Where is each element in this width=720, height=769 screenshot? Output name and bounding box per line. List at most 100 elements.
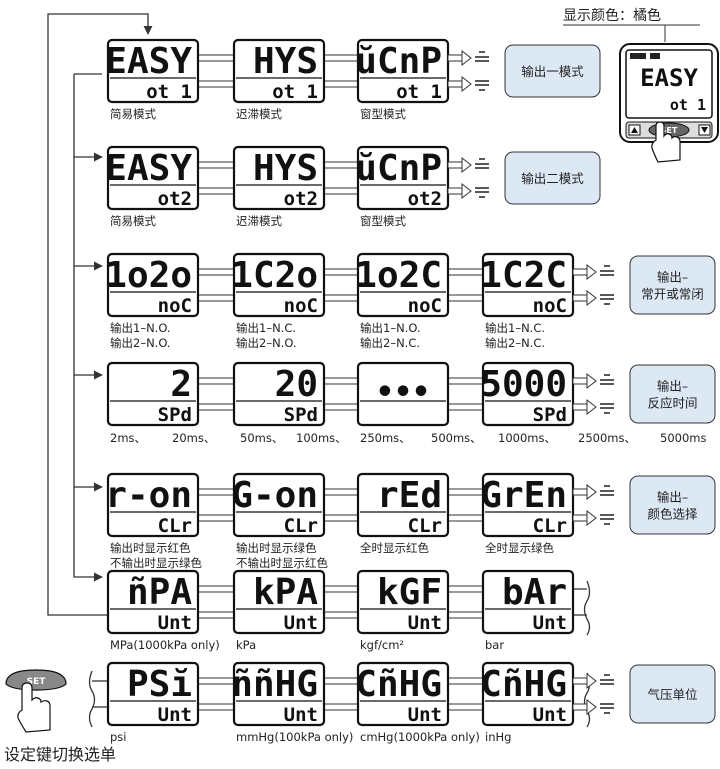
output-off-icon [475,187,489,198]
lcd-top-value: ñPA [127,572,192,613]
lcd-bottom-value: noC [284,295,318,317]
display-caption: 输出2–N.O. [236,336,297,350]
display-caption: 输出时显示绿色 [236,541,317,555]
connector [572,509,597,527]
lcd-top-value: CñHG [355,664,442,705]
display-caption: MPa(1000kPa only) [110,638,220,652]
device-illustration: EASY ot 1 SET [619,43,719,163]
lcd-bottom-value: CLr [284,515,318,537]
function-label-text: 颜色选择 [647,507,698,522]
display-caption: 简易模式 [110,107,156,121]
device-top-display: EASY [640,64,698,92]
lcd-top-value: 1C2C [480,255,567,296]
up-arrow-icon [631,127,638,133]
output-off-icon [600,403,614,414]
lcd-top-value: G-on [231,475,318,516]
display-caption: 全时显示绿色 [485,541,554,555]
function-label-text: 反应时间 [647,396,697,411]
lcd-bottom-value: noC [408,295,442,317]
set-key-caption: 设定键切换选单 [4,745,116,764]
lcd-top-value: EASY [105,41,192,82]
lcd-top-value: ŭCnP [355,148,442,189]
function-label-text: 输出– [657,270,688,285]
lcd-top-value: ••• [376,375,430,410]
lcd-bottom-value: Unt [533,704,567,726]
connector [572,483,597,501]
speed-option: 50ms、 [240,431,283,445]
output-off-icon [600,514,614,525]
svg-text:SET: SET [27,677,47,687]
lcd-top-value: kPA [253,572,318,613]
display-caption: 窗型模式 [360,107,406,121]
lcd-top-value: HYS [253,148,318,189]
speed-option: 500ms、 [431,431,482,445]
lcd-bottom-value: noC [158,295,192,317]
lcd-bottom-value: Unt [158,612,192,634]
display-caption: 输出1–N.O. [110,321,171,335]
display-caption: mmHg(100kPa only) [236,730,353,744]
lcd-bottom-value: ot2 [158,188,192,210]
output-on-icon [600,265,614,276]
display-caption: 输出2–N.C. [485,336,545,350]
lcd-top-value: ŭCnP [355,41,442,82]
display-caption: 输出时显示红色 [110,541,191,555]
function-label-box: 气压单位 [629,664,716,724]
connector [572,372,597,390]
function-label-box: 输出– 常开或常闭 [629,255,716,315]
lcd-bottom-value: Unt [284,612,318,634]
connector [572,672,597,690]
lcd-top-value: EASY [105,148,192,189]
lcd-bottom-value: ot 1 [272,81,318,103]
output-off-icon [600,703,614,714]
lcd-bottom-value: Unt [533,612,567,634]
lcd-top-value: HYS [253,41,318,82]
lcd-bottom-value: SPd [533,404,567,426]
output-on-icon [600,485,614,496]
function-label-box: 输出– 反应时间 [629,364,716,424]
lcd-top-value: kGF [377,572,442,613]
lcd-top-value: 1C2o [231,255,318,296]
lcd-top-value: 1o2C [355,255,442,296]
function-label-text: 气压单位 [647,687,697,702]
function-label-text: 常开或常闭 [641,287,704,302]
lcd-top-value: CñHG [480,664,567,705]
display-caption: 不输出时显示红色 [236,556,328,570]
output-on-icon [600,674,614,685]
output-on-icon [475,51,489,62]
display-caption: 输出1–N.C. [236,321,296,335]
pressing-hand-icon [17,682,51,733]
display-caption: cmHg(1000kPa only) [360,730,480,744]
output-off-icon [600,294,614,305]
speed-option: 2500ms、 [578,431,636,445]
display-caption: 输出2–N.C. [360,336,420,350]
lcd-top-value: bAr [502,572,567,613]
lcd-bottom-value: CLr [158,515,192,537]
function-label-text: 输出– [657,379,688,394]
lcd-top-value: PSĭ [127,664,192,705]
display-caption: bar [485,638,504,652]
lcd-bottom-value: ot 1 [396,81,442,103]
row-continuation-edge [573,580,591,636]
lcd-bottom-value: CLr [408,515,442,537]
lcd-bottom-value: ot2 [408,188,442,210]
lcd-bottom-value: Unt [408,704,442,726]
display-caption: 不输出时显示绿色 [110,556,202,570]
